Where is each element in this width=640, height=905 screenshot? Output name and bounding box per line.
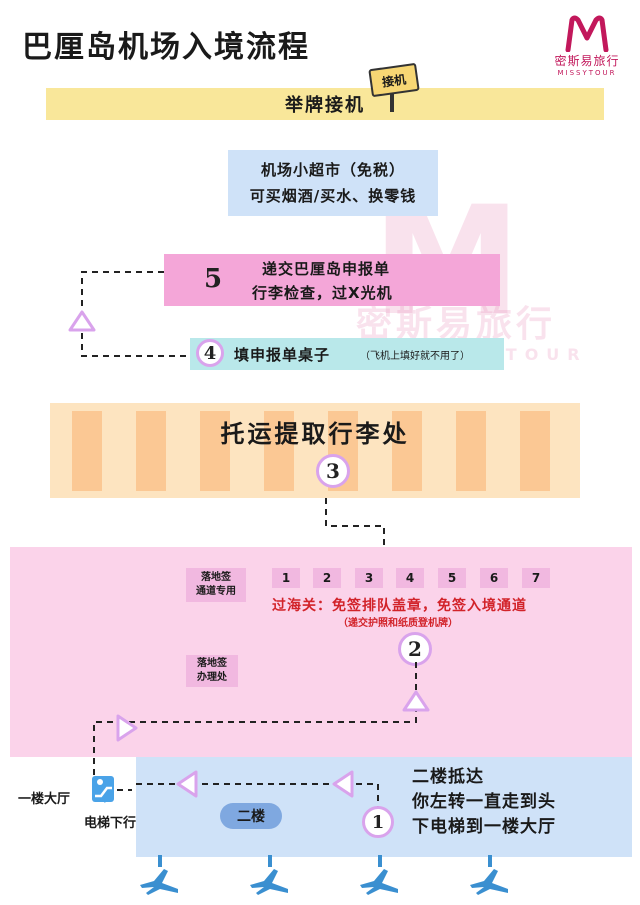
baggage-stripe [72,411,102,491]
arrival-instructions: 二楼抵达 你左转一直走到头 下电梯到一楼大厅 [412,765,556,840]
triangle-arrow-icon [116,714,138,742]
page-title: 巴厘岛机场入境流程 [22,30,310,65]
logo-text-cn: 密斯易旅行 [554,54,620,68]
airplane-icon [470,855,508,895]
voa-office-label: 落地签 办理处 [186,655,238,687]
step4-note: （飞机上填好就不用了） [360,351,470,362]
pickup-bar: 举牌接机 [46,88,604,120]
step4-label: 填申报单桌子 [234,346,331,364]
brand-logo: 密斯易旅行 MISSYTOUR [548,14,626,84]
step3-number: 3 [316,454,350,488]
triangle-arrow-icon [176,770,198,798]
pickup-sign-icon: 接机 [362,62,420,112]
baggage-claim-area [50,403,580,498]
arrival-line3: 下电梯到一楼大厅 [412,817,556,837]
customs-instruction: 过海关：免签排队盖章，免签入境通道 [272,598,527,614]
escalator-icon [92,776,114,803]
logo-text-en: MISSYTOUR [557,69,617,77]
floor2-badge: 二楼 [220,803,282,829]
step1-number: 1 [362,806,394,838]
airplane-icon [140,855,178,895]
step5-line1: 递交巴厘岛申报单 [262,260,391,278]
voa-lane-label: 落地签 通道专用 [186,568,246,602]
baggage-stripe [456,411,486,491]
step5-number: 5 [203,264,223,294]
airplane-icon [250,855,288,895]
step5-line2: 行李检查，过X光机 [252,284,393,302]
airplane-icon [360,855,398,895]
baggage-stripe [520,411,550,491]
customs-sub-instruction: （递交护照和纸质登机牌） [338,618,458,629]
voa-office-line1: 落地签 [197,658,227,669]
gate-5: 5 [438,568,466,588]
voa-lane-line2: 通道专用 [196,586,236,597]
gate-6: 6 [480,568,508,588]
duty-free-line1: 机场小超市（免税） [260,161,405,179]
gate-4: 4 [396,568,424,588]
baggage-stripe [200,411,230,491]
logo-m-icon [565,15,609,52]
voa-office-line2: 办理处 [197,672,227,683]
gate-1: 1 [272,568,300,588]
baggage-stripe [264,411,294,491]
pickup-label: 举牌接机 [285,95,365,116]
triangle-arrow-icon [68,310,96,332]
gate-3: 3 [355,568,383,588]
gate-2: 2 [313,568,341,588]
triangle-arrow-icon [332,770,354,798]
baggage-claim-label: 托运提取行李处 [220,420,410,448]
arrival-line1: 二楼抵达 [412,767,484,787]
step5-box: 递交巴厘岛申报单 行李检查，过X光机 [164,254,500,306]
step4-box: 填申报单桌子 （飞机上填好就不用了） [190,338,504,370]
baggage-stripe [136,411,166,491]
duty-free-line2: 可买烟酒/买水、换零钱 [249,187,417,205]
escalator-down-label: 电梯下行 [84,816,137,831]
arrival-line2: 你左转一直走到头 [412,792,556,812]
triangle-arrow-icon [402,690,430,712]
baggage-stripe [392,411,422,491]
voa-lane-line1: 落地签 [201,572,231,583]
gate-7: 7 [522,568,550,588]
duty-free-box: 机场小超市（免税） 可买烟酒/买水、换零钱 [228,150,438,216]
first-floor-hall-label: 一楼大厅 [18,792,71,807]
step4-number: 4 [196,339,224,367]
